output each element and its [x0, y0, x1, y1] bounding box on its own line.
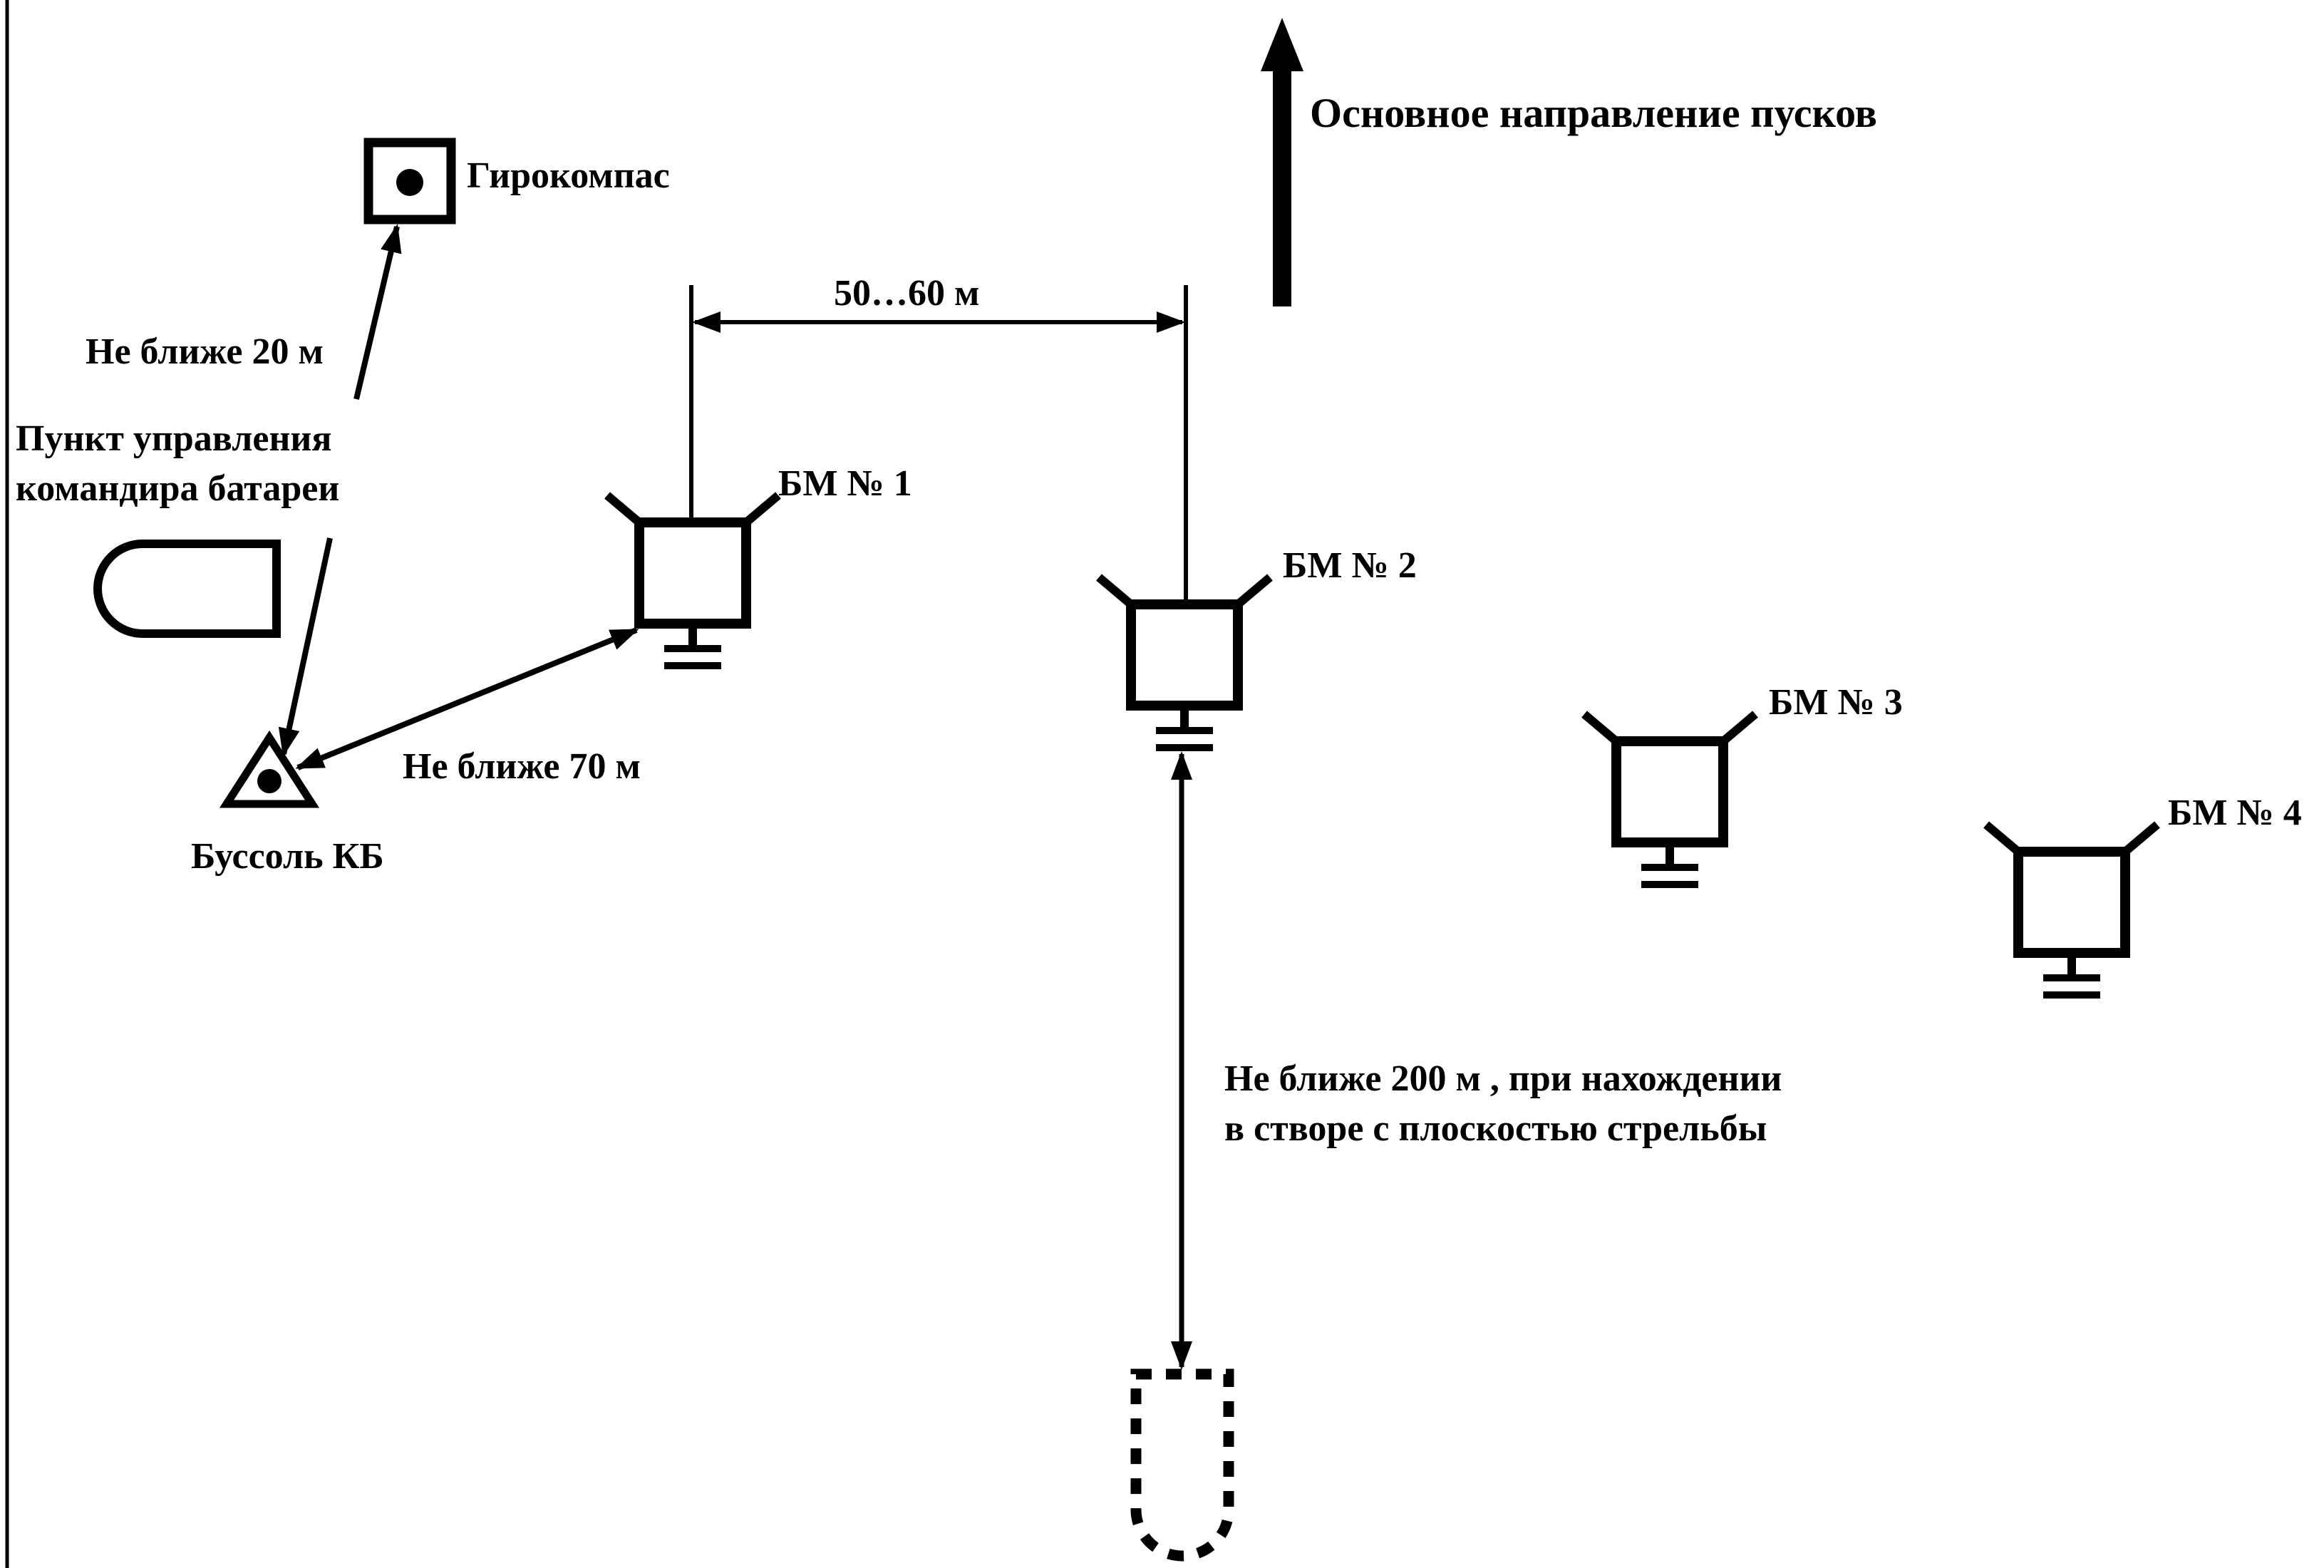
rounded-vehicle-icon — [93, 540, 281, 638]
launcher-3-label: БМ № 3 — [1769, 682, 1903, 723]
square-with-dot-icon — [363, 138, 456, 225]
command-post-to-compass-arrow — [278, 537, 333, 757]
dashed-vehicle-icon — [1130, 1368, 1234, 1562]
launcher-2-label: БМ № 2 — [1283, 545, 1417, 586]
command-post-label-line2: командира батареи — [16, 468, 339, 509]
launcher-vehicle-icon — [1983, 821, 2160, 999]
main-direction-label: Основное направление пусков — [1310, 90, 1877, 136]
launcher-vehicle-icon — [1581, 711, 1758, 888]
distance-70m-arrow — [295, 627, 639, 770]
launcher-1-label: БМ № 1 — [778, 463, 912, 504]
distance-20m-arrow — [353, 224, 402, 400]
distance-200m-label-line2: в створе с плоскостью стрельбы — [1224, 1108, 1767, 1149]
distance-70m-label: Не ближе 70 м — [403, 746, 641, 787]
compass-kb-label: Буссоль КБ — [191, 836, 384, 877]
launcher-vehicle-icon — [1096, 574, 1273, 751]
distance-20m-label: Не ближе 20 м — [86, 331, 324, 372]
command-post-label-line1: Пункт управления — [16, 418, 332, 459]
triangle-with-dot-icon — [219, 730, 320, 808]
launcher-4-label: БМ № 4 — [2168, 793, 2302, 833]
distance-200m-label-line1: Не ближе 200 м , при нахождении — [1224, 1058, 1782, 1099]
gyrocompass-label: Гирокомпас — [467, 155, 670, 196]
launcher-vehicle-icon — [604, 492, 781, 669]
arrow-up-icon — [1261, 18, 1303, 306]
distance-50-60m-label: 50…60 м — [834, 273, 979, 314]
